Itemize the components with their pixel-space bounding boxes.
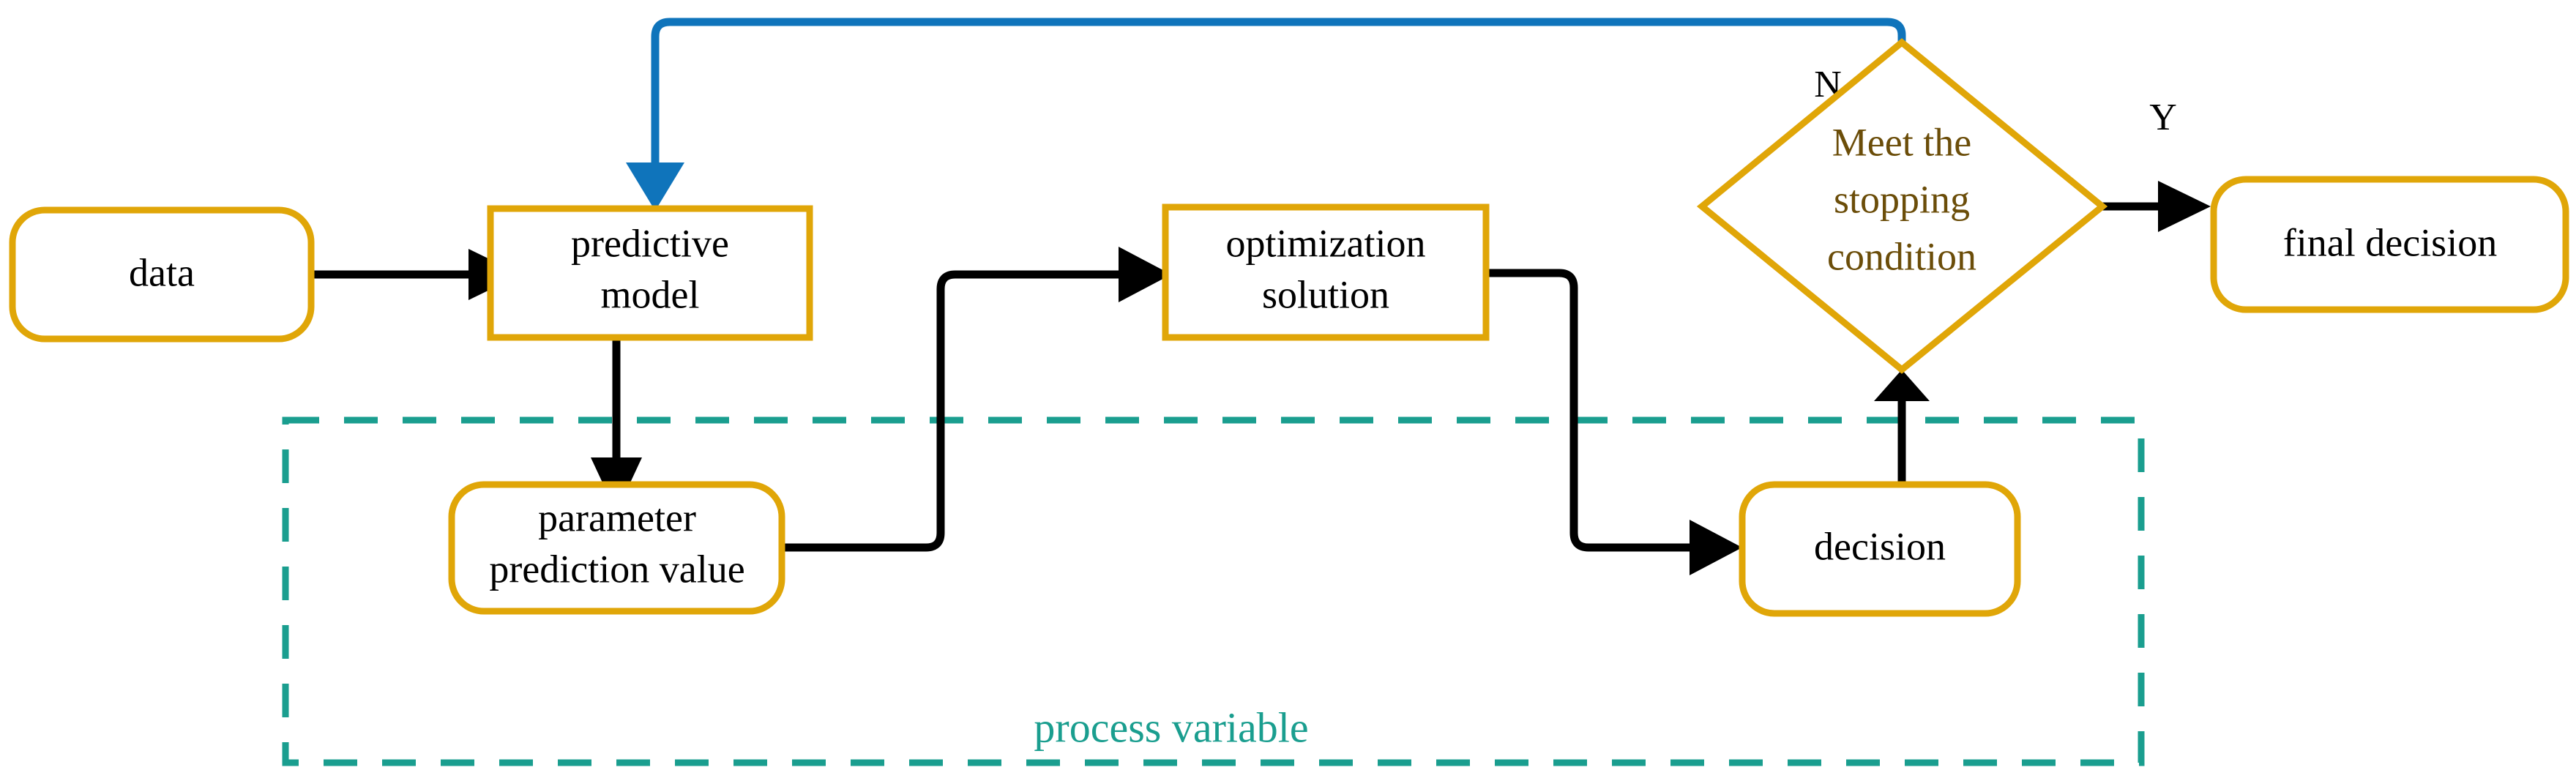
edge-stopping-to-predictive-feedback [651,18,1906,162]
arrowhead-optimization-to-decision [1690,520,1742,575]
node-optimization-solution-label-line1: optimization [1226,221,1426,265]
node-predictive-model-label-line1: predictive [571,221,729,265]
arrowhead-stopping-to-final [2158,181,2211,232]
node-final-decision-label: final decision [2283,220,2497,264]
node-stopping-condition-label-line2: stopping [1834,177,1970,221]
process-variable-label: process variable [1034,703,1308,751]
node-parameter-prediction-value[interactable] [448,481,785,615]
node-data[interactable] [9,206,315,343]
node-stopping-condition[interactable] [1696,38,2108,374]
edge-parameter-to-optimization [782,270,1120,552]
node-predictive-model[interactable] [487,205,813,341]
process-variable-group-border [282,416,2145,766]
edge-label-yes: Y [2149,97,2177,138]
node-decision[interactable] [1739,481,2021,617]
edge-optimization-to-decision [1486,269,1691,552]
node-data-label: data [129,250,195,294]
node-optimization-solution[interactable] [1162,203,1490,341]
node-stopping-condition-label-line3: condition [1827,234,1976,278]
arrowhead-parameter-to-optimization [1119,247,1171,302]
node-parameter-prediction-value-label-line2: prediction value [489,547,744,591]
node-decision-label: decision [1814,524,1946,568]
node-optimization-solution-label-line2: solution [1262,272,1389,316]
node-predictive-model-label-line2: model [601,272,700,316]
node-parameter-prediction-value-label-line1: parameter [538,496,696,539]
node-stopping-condition-label-line1: Meet the [1832,120,1971,164]
arrowhead-decision-to-stopping [1874,370,1930,401]
node-final-decision[interactable] [2210,176,2569,313]
arrowhead-feedback-to-predictive [626,162,684,211]
